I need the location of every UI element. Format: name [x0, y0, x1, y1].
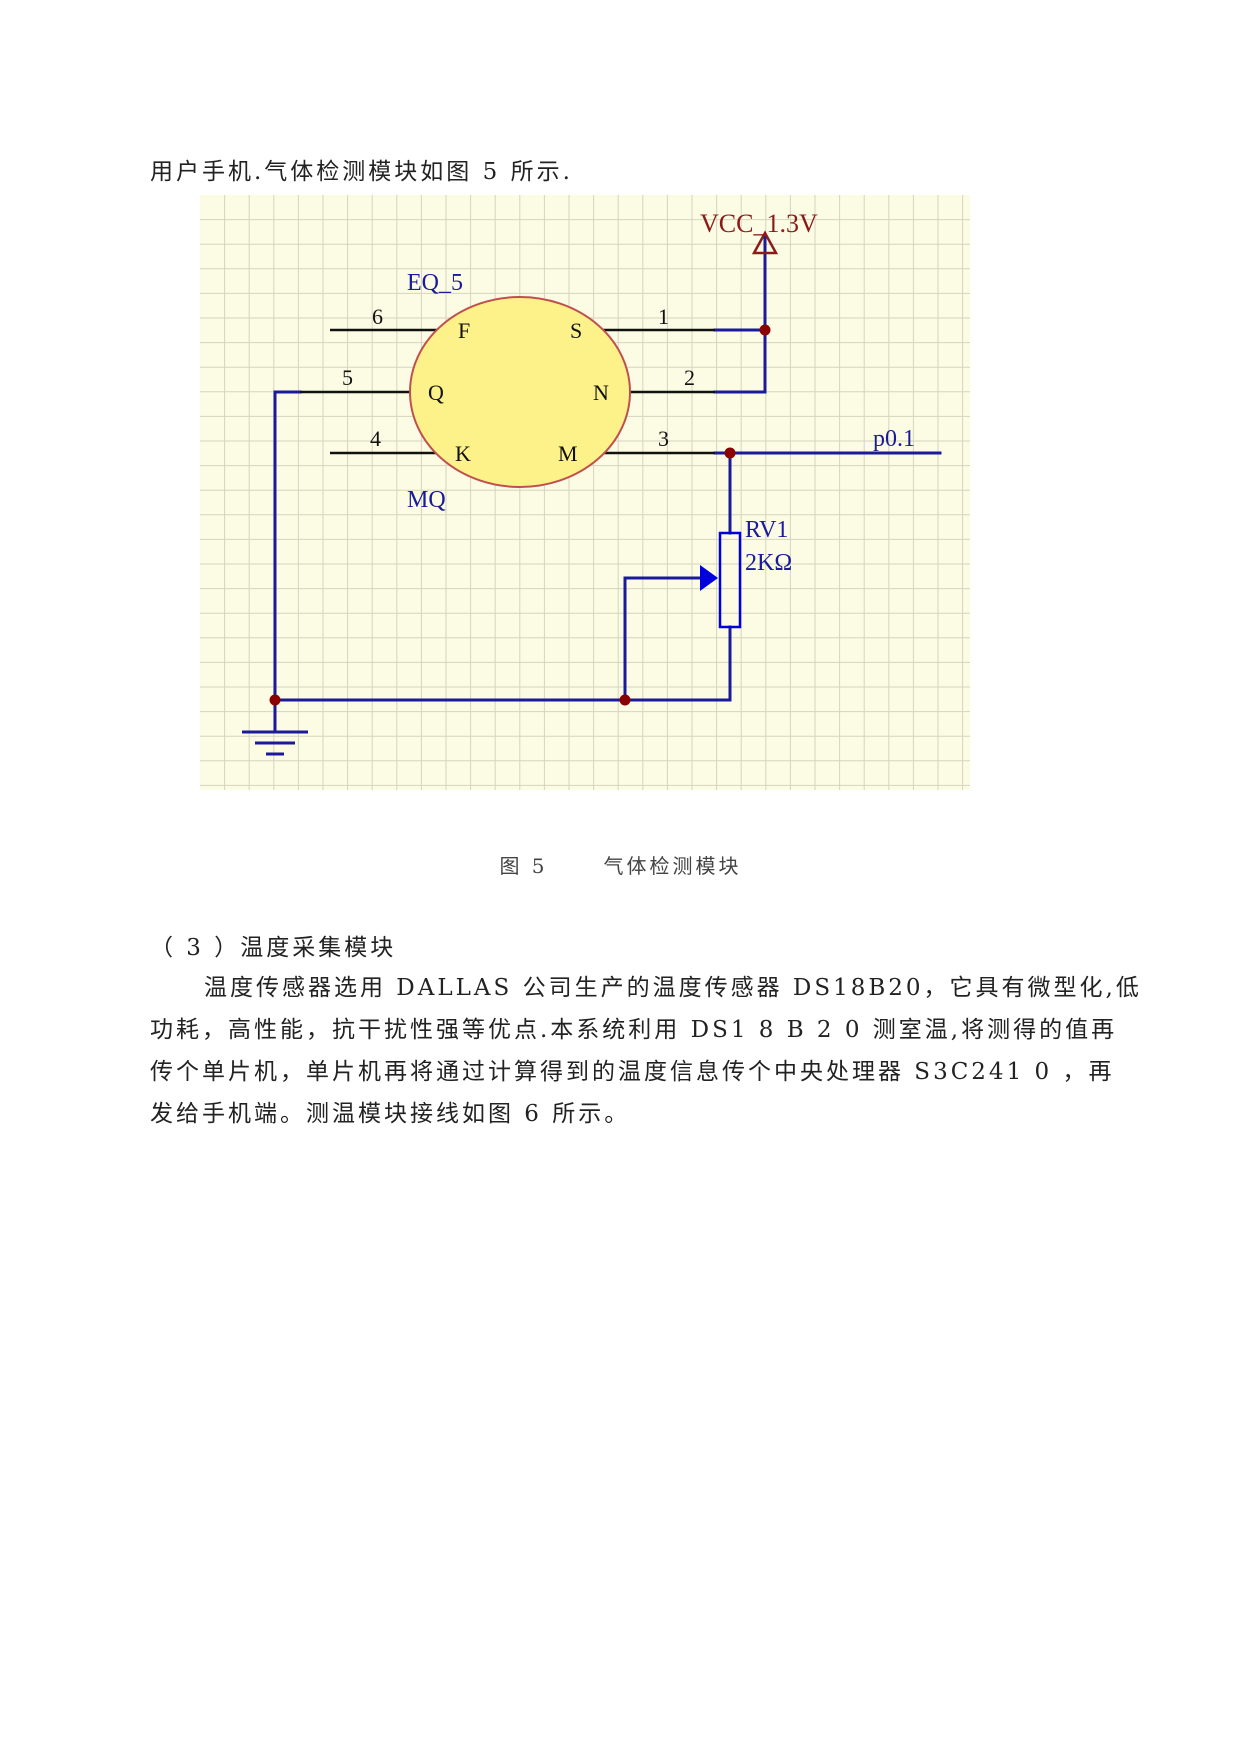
intro-line: 用户手机.气体检测模块如图 5 所示.: [150, 159, 573, 185]
paragraph-line-2: 功耗，高性能，抗干扰性强等优点.本系统利用 DS1 8 B 2 0 测室温,将测…: [150, 1017, 1118, 1043]
junctions: [269, 324, 771, 706]
junction-vcc: [759, 324, 771, 336]
pin-letter-s: S: [570, 318, 582, 343]
pin-number-3: 3: [658, 426, 669, 451]
paragraph-line-4: 发给手机端。测温模块接线如图 6 所示。: [150, 1101, 631, 1127]
schematic-background: [200, 195, 970, 790]
potentiometer: [700, 531, 742, 629]
pin-number-2: 2: [684, 365, 695, 390]
pot-ref-label: RV1: [745, 517, 788, 543]
pin-number-5: 5: [342, 365, 353, 390]
paragraph-line-3: 传个单片机，单片机再将通过计算得到的温度信息传个中央处理器 S3C241 0 ，…: [150, 1059, 1115, 1085]
pin-letter-f: F: [458, 318, 470, 343]
pin-letter-n: N: [593, 380, 609, 405]
wire-pot-ground: [273, 625, 732, 702]
paragraph-line-1: 温度传感器选用 DALLAS 公司生产的温度传感器 DS18B20，它具有微型化…: [204, 975, 1142, 1001]
wire-wiper: [623, 576, 702, 702]
section-heading: （ 3 ）温度采集模块: [150, 935, 397, 961]
gas-detection-schematic: F Q K S N M 6 5 4 1 2 3 EQ_5 MQ VCC_1.3V…: [200, 195, 970, 790]
pin-numbers: 6 5 4 1 2 3: [342, 304, 695, 451]
pot-body: [718, 531, 742, 629]
power-label: VCC_1.3V: [700, 209, 818, 238]
figure-caption-title: 气体检测模块: [603, 854, 742, 878]
schematic-grid: [200, 195, 970, 790]
pot-wiper-arrow: [700, 565, 718, 591]
sensor-ref-label: EQ_5: [407, 270, 463, 296]
pin-letter-k: K: [455, 441, 471, 466]
junction-output: [724, 447, 736, 459]
junction-ground-wiper: [619, 694, 631, 706]
power-arrow-symbol: [751, 230, 779, 255]
pin-letter-q: Q: [428, 380, 444, 405]
sensor-type-label: MQ: [407, 487, 446, 513]
pin-number-1: 1: [658, 304, 669, 329]
ground-symbol: [242, 730, 308, 756]
wire-n-vcc: [713, 328, 767, 394]
figure-caption-label: 图 5: [499, 854, 548, 878]
pot-value-label: 2KΩ: [745, 550, 792, 576]
output-net-label: p0.1: [873, 426, 915, 452]
pin-letter-m: M: [558, 441, 578, 466]
junction-ground-left: [269, 694, 281, 706]
figure-caption: 图 5 气体检测模块: [0, 850, 1241, 879]
sensor-body: [409, 296, 631, 488]
sensor-pin-letters: F Q K S N M: [428, 318, 609, 466]
pin-number-6: 6: [372, 304, 383, 329]
pin-number-4: 4: [370, 426, 381, 451]
wire-q-ground: [273, 390, 302, 702]
